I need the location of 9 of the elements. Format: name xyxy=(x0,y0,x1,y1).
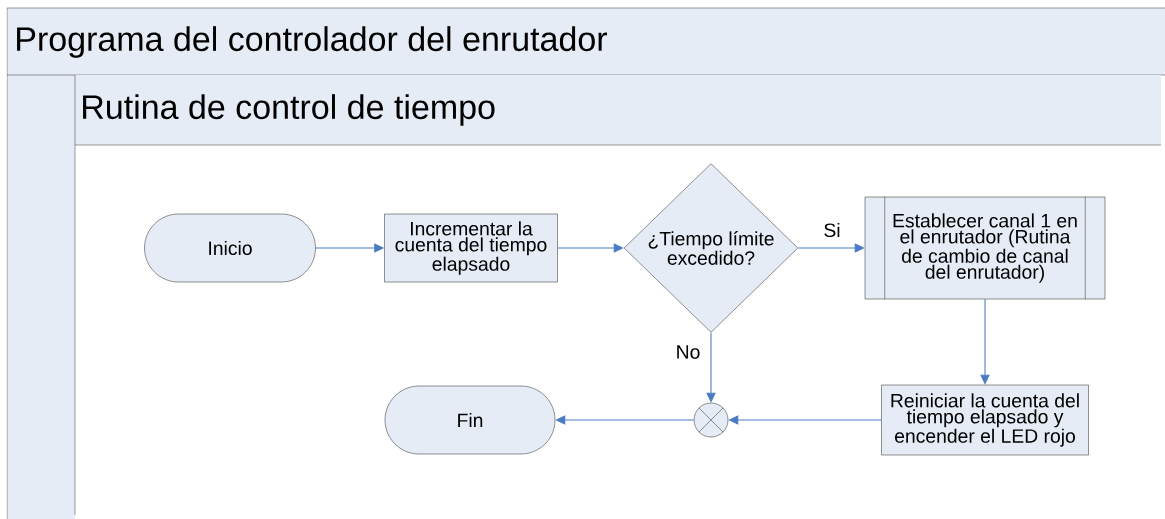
edge-label: Si xyxy=(822,221,842,239)
process-box: Reiniciar la cuenta del tiempo elapsado y encender el LED rojo xyxy=(881,384,1089,456)
junction-circle xyxy=(693,402,729,438)
process-box: Incrementar la cuenta del tiempo elapsado xyxy=(384,213,558,283)
end-terminal: Fin xyxy=(384,385,556,455)
edge-label: No xyxy=(674,343,702,361)
start-terminal: Inicio xyxy=(144,213,316,283)
node-label: Rutina de control de tiempo xyxy=(83,94,495,126)
subprocess-box: Establecer canal 1 en el enrutador (Rutina de cambio de canal del enrutador) xyxy=(864,196,1106,300)
